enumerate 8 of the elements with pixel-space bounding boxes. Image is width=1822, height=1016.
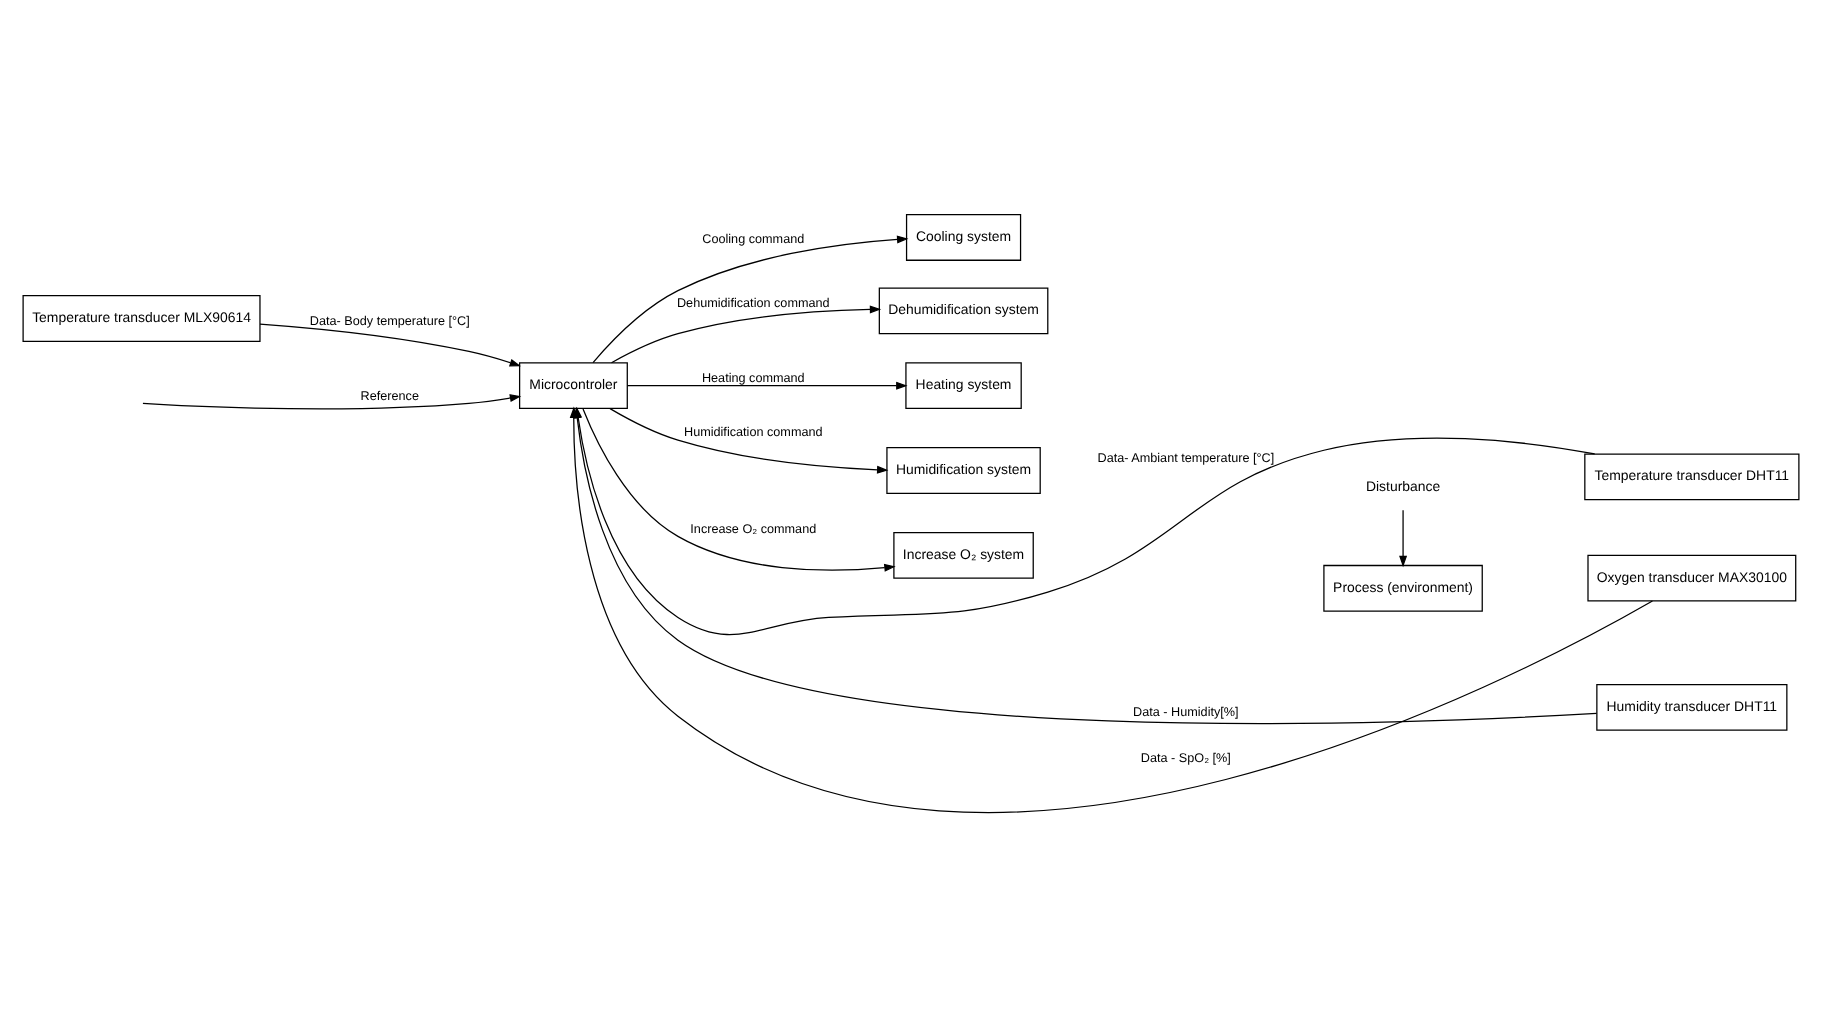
arrow — [259, 322, 522, 366]
arrow — [582, 407, 896, 571]
arrow — [609, 406, 889, 473]
arrow — [592, 234, 909, 363]
arrow — [610, 304, 882, 363]
arrow — [1399, 508, 1408, 567]
arrow — [626, 380, 908, 389]
arrow — [142, 393, 522, 409]
